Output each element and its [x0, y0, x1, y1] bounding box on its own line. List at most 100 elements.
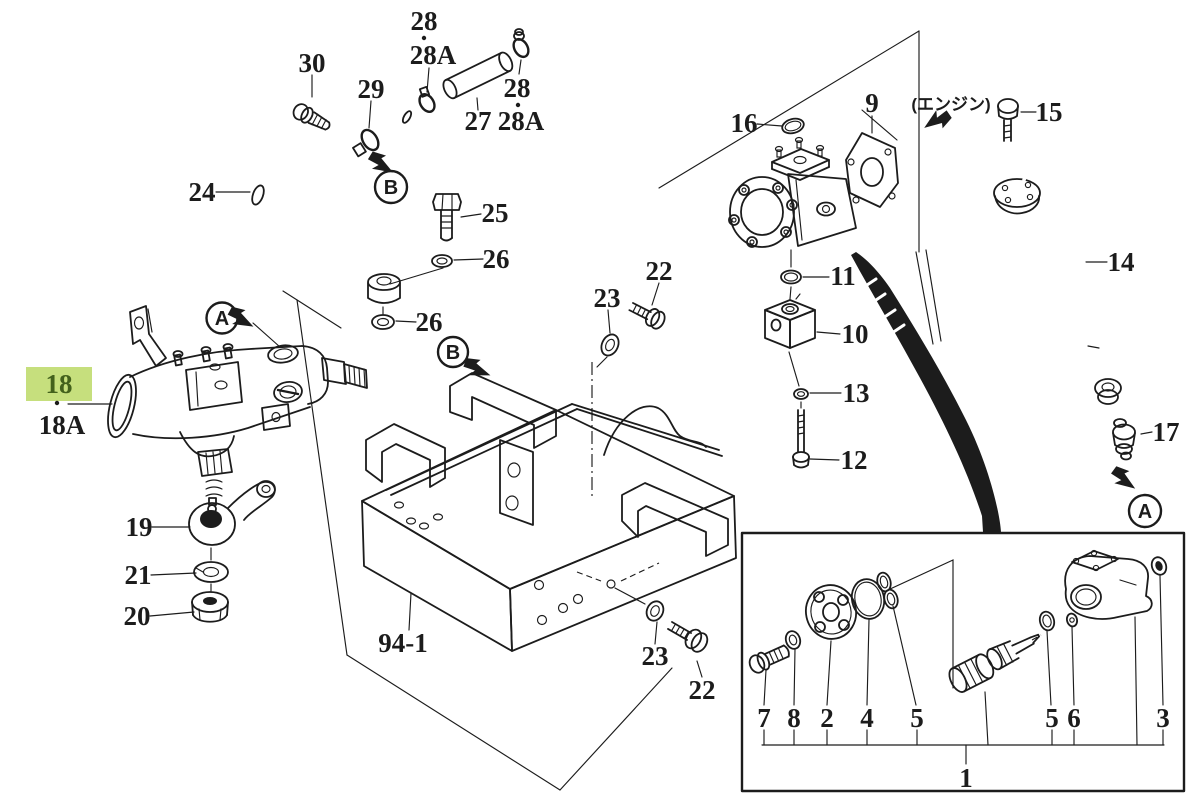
part-label-23: 23	[594, 283, 621, 313]
part-label-7: 7	[757, 703, 771, 733]
bolt-22-upper	[628, 302, 666, 330]
axis-line	[788, 351, 800, 387]
axis-line	[620, 562, 660, 582]
gear-shaft-assembly	[948, 633, 1042, 693]
bolt-15	[997, 98, 1019, 142]
part-label-24: 24	[189, 177, 216, 207]
steering-gear-18	[107, 305, 368, 514]
fitting-17	[1112, 418, 1136, 461]
oring-16	[781, 117, 805, 135]
input-shaft-spline	[343, 363, 368, 389]
part-label-27: 27	[465, 106, 492, 136]
inset-box	[740, 531, 1186, 793]
part-label-8: 8	[787, 703, 801, 733]
clamp-29	[352, 128, 380, 158]
return-hose-stroke	[851, 252, 1001, 532]
bolt-22-lower	[667, 621, 709, 653]
top-studs	[172, 343, 234, 367]
hose-24	[251, 110, 413, 292]
part-label-21: 21	[125, 560, 152, 590]
washer-23-lower	[645, 600, 665, 622]
washer-8	[784, 630, 802, 650]
part-label-12: 12	[841, 445, 868, 475]
part-label-26: 26	[416, 307, 443, 337]
bolt-7	[748, 644, 790, 674]
alt-dot	[54, 400, 60, 406]
nut-20	[191, 591, 229, 623]
part-label-22: 22	[646, 256, 673, 286]
washer-26-upper	[431, 254, 453, 268]
frame-bracket-right	[621, 482, 729, 557]
frame-plate	[499, 439, 534, 526]
alt-dot	[421, 35, 427, 41]
pump-housing-3	[1064, 549, 1168, 620]
part-label-6: 6	[1067, 703, 1081, 733]
part-label-23: 23	[642, 641, 669, 671]
pipe-flange	[993, 178, 1041, 215]
part-label-10: 10	[842, 319, 869, 349]
part-label-22: 22	[689, 675, 716, 705]
valve-block-10	[764, 293, 816, 349]
washer-26-lower	[371, 314, 395, 330]
part-label-1: 1	[959, 763, 973, 793]
axis-line	[789, 286, 792, 300]
pitman-arm-19	[188, 480, 276, 546]
part-label-94-1: 94-1	[378, 628, 428, 658]
fender-curve	[603, 405, 707, 456]
part-label-19: 19	[126, 512, 153, 542]
clamp-28a-left	[418, 85, 436, 113]
part-label-16: 16	[731, 108, 758, 138]
clamp-28a-right	[512, 28, 530, 59]
callout-a-letter: A	[215, 308, 229, 330]
part-label-28: 28	[411, 6, 438, 36]
part-labels: 30 29 28 28A 27 28 28A 24 25 26 26 18 18…	[39, 6, 1180, 793]
inset-fold-line	[887, 559, 954, 689]
part-label-5: 5	[910, 703, 924, 733]
part-label-26: 26	[483, 244, 510, 274]
washer-23-upper	[600, 333, 620, 357]
leader-lines	[67, 59, 1153, 678]
callout-a-badge: A	[205, 301, 239, 335]
tube-27	[442, 51, 514, 100]
part-label-14: 14	[1108, 247, 1135, 277]
part-label-5: 5	[1045, 703, 1059, 733]
bolt-30	[292, 103, 331, 131]
callout-a-letter: A	[1138, 501, 1152, 523]
part-label-15: 15	[1036, 97, 1063, 127]
engine-note: (エンジン)	[911, 95, 990, 114]
part-label-9: 9	[865, 88, 879, 118]
callout-b-letter: B	[446, 342, 460, 364]
frame-bracket-left	[365, 423, 446, 488]
part-label-3: 3	[1156, 703, 1170, 733]
frame-94-1	[361, 372, 737, 652]
part-label-17: 17	[1153, 417, 1180, 447]
ring-6	[1065, 612, 1079, 628]
part-label-13: 13	[843, 378, 870, 408]
frame-hole	[606, 579, 616, 589]
mount-bushing	[367, 273, 401, 304]
bolt-12	[792, 409, 810, 469]
bolt-25	[432, 193, 462, 242]
highlight-box-18	[26, 367, 92, 401]
oring-11	[780, 269, 802, 285]
axis-line	[576, 571, 602, 582]
construction-lines	[282, 30, 942, 791]
callout-b-badge: B	[436, 335, 470, 369]
pipe-14	[1022, 147, 1122, 405]
part-label-28a: 28A	[410, 40, 457, 70]
part-label-18-highlighted: 18	[46, 369, 73, 399]
alt-dot	[515, 102, 521, 108]
axis-line	[614, 587, 646, 605]
washer-13	[793, 388, 809, 400]
callout-a-badge: A	[1127, 493, 1163, 529]
pump-body	[728, 136, 857, 248]
part-label-2: 2	[820, 703, 834, 733]
callout-b-letter: B	[384, 177, 398, 199]
washer-21	[193, 561, 229, 583]
gasket-9	[845, 132, 899, 208]
part-label-18a: 18A	[39, 410, 86, 440]
part-label-29: 29	[358, 74, 385, 104]
part-label-30: 30	[299, 48, 326, 78]
